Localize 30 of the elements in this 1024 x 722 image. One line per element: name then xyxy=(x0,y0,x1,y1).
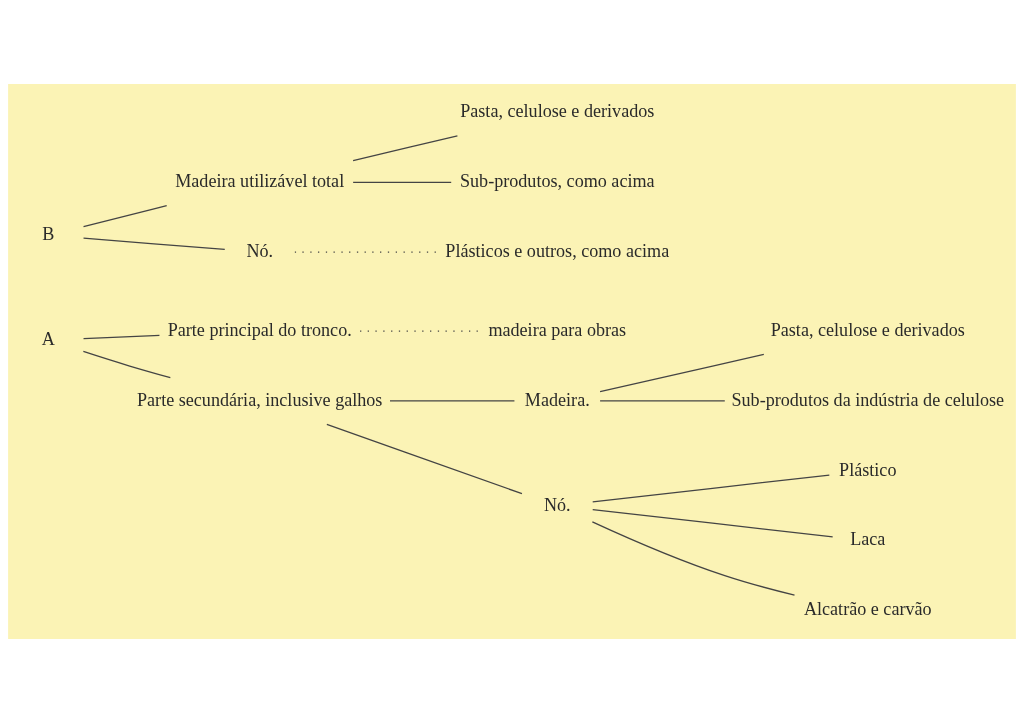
node-text: Parte principal do tronco. xyxy=(167,319,352,340)
node-text: Nó. xyxy=(246,240,274,261)
connector xyxy=(82,350,171,378)
node-text: madeira para obras xyxy=(488,319,627,340)
node-text: Madeira. xyxy=(524,389,590,410)
node-text: Plástico xyxy=(839,459,897,480)
connector xyxy=(591,520,796,596)
node-text: B xyxy=(42,223,55,244)
connector xyxy=(82,204,168,227)
node-text: Pasta, celulose e derivados xyxy=(770,319,965,340)
connector xyxy=(599,353,765,392)
connector xyxy=(352,181,452,183)
connector xyxy=(352,134,459,161)
node-text: Plásticos e outros, como acima xyxy=(445,240,670,261)
connector xyxy=(326,423,523,494)
node-text: Nó. xyxy=(543,494,571,515)
connector xyxy=(82,236,226,250)
node-text: Alcatrão e carvão xyxy=(803,598,932,619)
node-text: Pasta, celulose e derivados xyxy=(460,100,655,121)
connector xyxy=(389,399,516,402)
node-text: Parte secundária, inclusive galhos xyxy=(137,389,383,410)
connector xyxy=(592,473,830,503)
node-text: Laca xyxy=(850,528,886,549)
node-text: Sub-produtos, como acima xyxy=(459,170,655,191)
connector xyxy=(592,508,834,537)
node-text: Sub-produtos da indústria de celulose xyxy=(731,389,1005,410)
node-text: A xyxy=(41,328,55,349)
node-text: Madeira utilizável total xyxy=(175,170,345,191)
connector xyxy=(599,399,726,402)
connector xyxy=(82,334,161,339)
